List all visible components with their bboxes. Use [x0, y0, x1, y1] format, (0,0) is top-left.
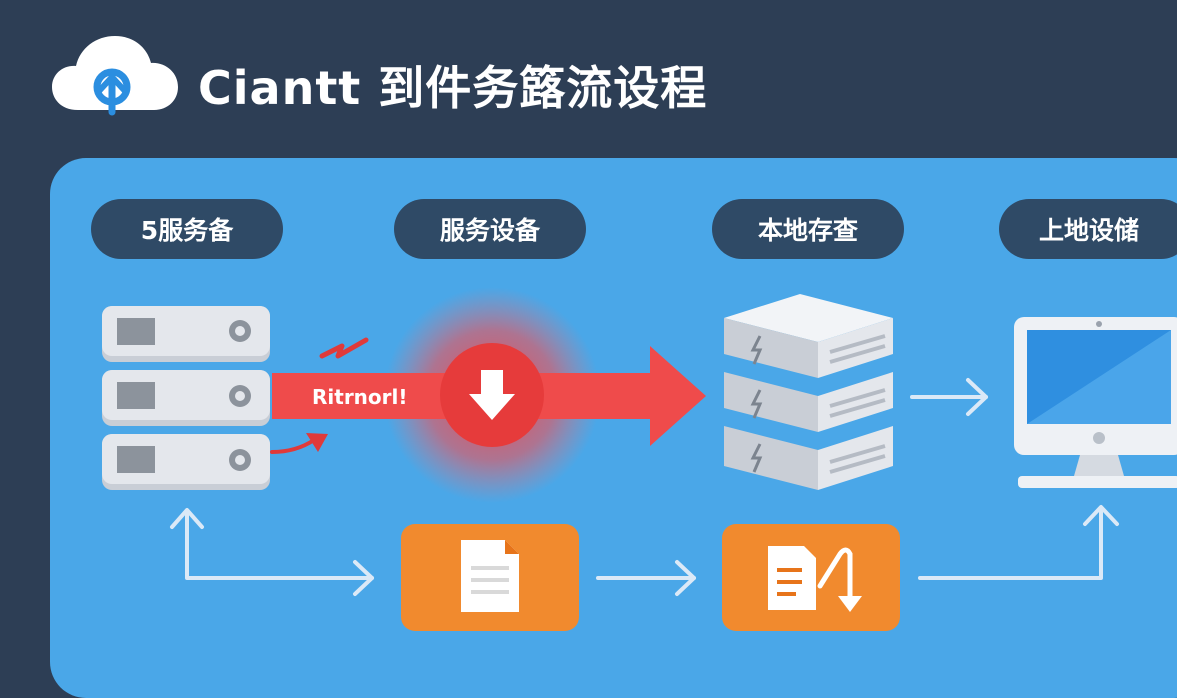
stage-label-server-device: 服务设备	[394, 199, 586, 259]
spark-arrow-top	[319, 337, 369, 359]
page-title: Ciantt 到件务簬流设程	[198, 61, 708, 115]
monitor-icon	[1014, 317, 1177, 488]
stage-label-source-server: 5服务备	[91, 199, 283, 259]
spark-arrow-bottom	[270, 438, 316, 454]
stage-label-local-device: 上地设储	[999, 199, 1177, 259]
return-line-left	[185, 510, 374, 580]
document-download-icon	[768, 546, 862, 612]
header: Ciantt 到件务簬流设程	[0, 0, 1177, 160]
stage-label-local-storage: 本地存查	[712, 199, 904, 259]
arrow-right-icon	[910, 378, 988, 416]
document-icon	[461, 540, 519, 612]
return-line-right	[918, 506, 1103, 580]
transfer-warning-label: Ritrnorl!	[312, 385, 408, 409]
server-rack-icon	[102, 306, 270, 490]
download-arrow-icon	[469, 370, 515, 420]
document-box-1	[401, 524, 579, 631]
flow-diagram	[102, 287, 1177, 596]
storage-stack-icon	[724, 294, 893, 490]
cloud-upload-icon	[52, 36, 178, 116]
document-box-2	[722, 524, 900, 631]
